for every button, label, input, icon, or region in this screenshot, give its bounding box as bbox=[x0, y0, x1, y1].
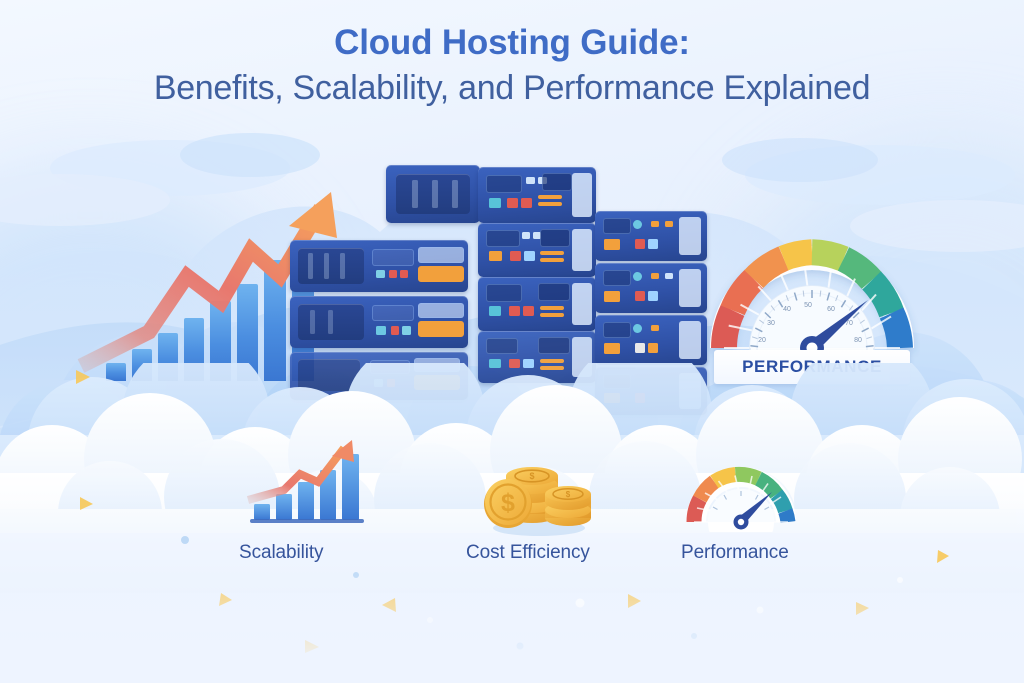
sparkle-dot bbox=[181, 536, 189, 544]
server-unit bbox=[478, 277, 596, 331]
page-subtitle: Benefits, Scalability, and Performance E… bbox=[153, 69, 871, 108]
sparkle-triangle bbox=[937, 550, 949, 563]
sparkle-triangle bbox=[76, 370, 90, 384]
server-unit bbox=[478, 331, 596, 383]
server-unit bbox=[478, 223, 596, 277]
title-block: Cloud Hosting Guide: Benefits, Scalabili… bbox=[0, 22, 1024, 110]
server-unit bbox=[386, 165, 480, 223]
server-rack-group bbox=[290, 165, 710, 415]
server-unit bbox=[290, 296, 468, 348]
server-unit bbox=[595, 263, 707, 313]
server-unit bbox=[290, 240, 468, 292]
sparkle-triangle bbox=[80, 497, 93, 510]
bottom-fade bbox=[0, 563, 1024, 683]
server-unit bbox=[595, 315, 707, 365]
server-unit bbox=[478, 167, 596, 223]
server-unit bbox=[595, 211, 707, 261]
page-title: Cloud Hosting Guide: bbox=[334, 23, 690, 62]
